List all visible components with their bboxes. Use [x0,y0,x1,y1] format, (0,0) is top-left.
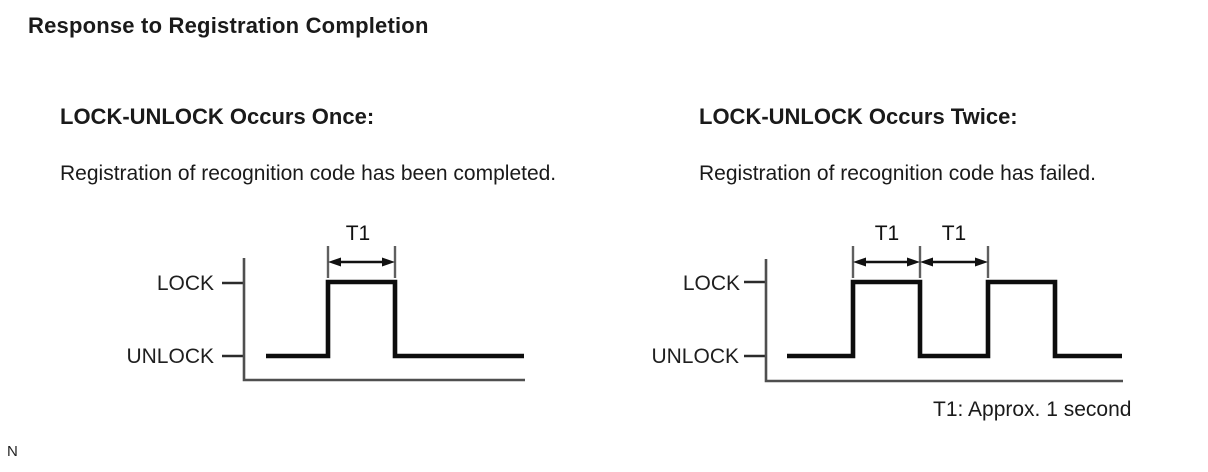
lock-axis-label: LOCK [683,272,740,295]
timing-diagram-once: LOCK UNLOCK T1 [128,222,525,382]
unlock-axis-label: UNLOCK [128,345,214,368]
t1-dimension-label: T1 [875,222,900,245]
right-arrowhead-icon [907,257,920,267]
lock-unlock-waveform [787,279,1122,359]
axis-lines [242,258,525,382]
page-title: Response to Registration Completion [28,13,429,38]
t1-dimension-label: T1 [942,222,967,245]
heading-occurs-twice: LOCK-UNLOCK Occurs Twice: [699,104,1018,129]
t1-timing-note: T1: Approx. 1 second [933,398,1132,421]
left-arrowhead-icon [853,257,866,267]
heading-occurs-once: LOCK-UNLOCK Occurs Once: [60,104,375,129]
right-arrowhead-icon [382,257,395,267]
axis-lines [764,259,1123,383]
description-completed: Registration of recognition code has bee… [60,162,557,185]
unlock-axis-label: UNLOCK [651,345,739,368]
lock-axis-label: LOCK [157,272,214,295]
timing-diagram-twice: LOCK UNLOCK T1 T1 [651,222,1123,383]
lock-unlock-waveform [266,279,524,359]
t1-dimension-label: T1 [346,222,371,245]
left-arrowhead-icon [920,257,933,267]
description-failed: Registration of recognition code has fai… [699,162,1096,185]
left-arrowhead-icon [328,257,341,267]
footnote-marker: N [7,443,18,460]
right-arrowhead-icon [975,257,988,267]
